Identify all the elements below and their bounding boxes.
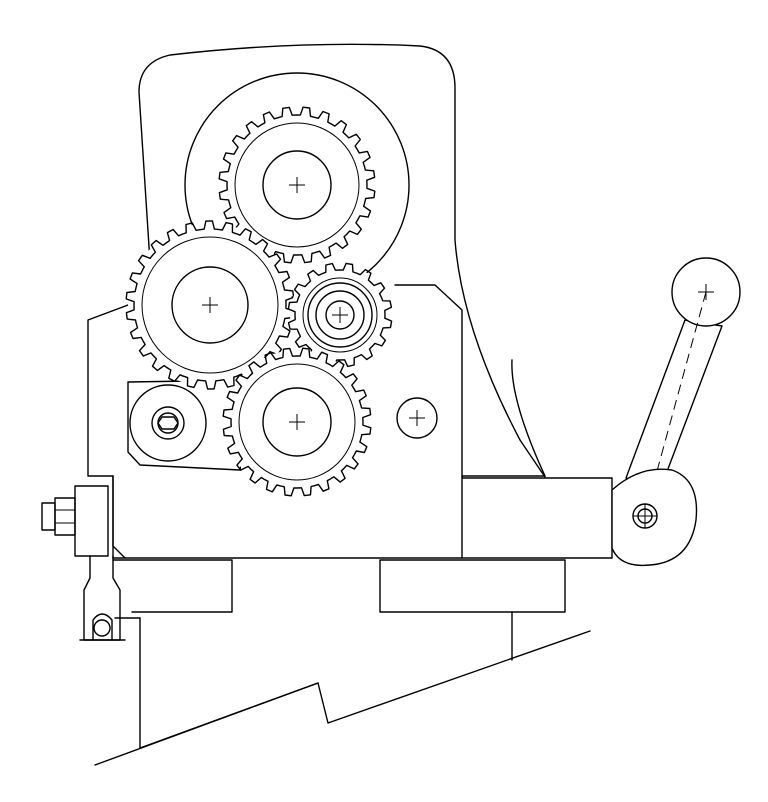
lower-gear-center-mark <box>289 414 305 430</box>
base-block-right <box>379 559 566 613</box>
center-small-gear-root-circle <box>302 277 378 353</box>
center-small-gear-ring <box>307 282 373 348</box>
left-gear <box>125 220 295 390</box>
base-block-left <box>112 559 233 613</box>
upper-gear-root-circle <box>234 122 360 248</box>
upper-gear-teeth <box>218 106 376 264</box>
clamp-hub-outer <box>129 384 207 462</box>
clamp-hub-inner <box>151 406 185 440</box>
lower-gear-root-circle <box>238 363 356 481</box>
fork-slot <box>92 613 113 641</box>
upper-gear <box>218 106 376 264</box>
center-small-gear-hub <box>315 290 365 340</box>
fork-pin <box>93 619 111 637</box>
bracket-plate <box>74 485 109 557</box>
gear-group <box>125 106 393 497</box>
housing-outline <box>138 43 546 478</box>
left-gear-shaft <box>171 266 249 344</box>
lever-hub <box>611 468 698 567</box>
lever-hub-bolt-cross <box>633 504 657 528</box>
lower-gear-teeth <box>222 347 372 497</box>
fork-rod <box>83 555 121 641</box>
lever-arm <box>625 319 723 491</box>
lower-gear-shaft <box>262 387 332 457</box>
left-gear-root-circle <box>141 236 279 374</box>
upper-gear-shaft <box>262 150 332 220</box>
center-small-gear-shaft <box>325 300 355 330</box>
right-hole-center-mark <box>409 410 425 426</box>
lower-gear <box>222 347 372 497</box>
upper-gear-center-mark <box>289 177 305 193</box>
bolt-head <box>41 502 56 531</box>
hex-socket-icon <box>157 416 179 430</box>
center-small-gear-center-mark <box>332 307 348 323</box>
dovetail-lower <box>139 682 319 749</box>
right-hole <box>396 397 438 439</box>
right-body-curve <box>461 359 546 477</box>
center-small-gear <box>287 262 393 368</box>
center-plate <box>394 284 463 477</box>
nut-facets <box>55 509 75 524</box>
center-small-gear-teeth <box>287 262 393 368</box>
bolt-hex-nut <box>54 497 76 536</box>
left-gear-center-mark <box>202 297 218 313</box>
lever-shaft-housing <box>461 477 613 559</box>
dovetail-slope <box>94 630 591 766</box>
